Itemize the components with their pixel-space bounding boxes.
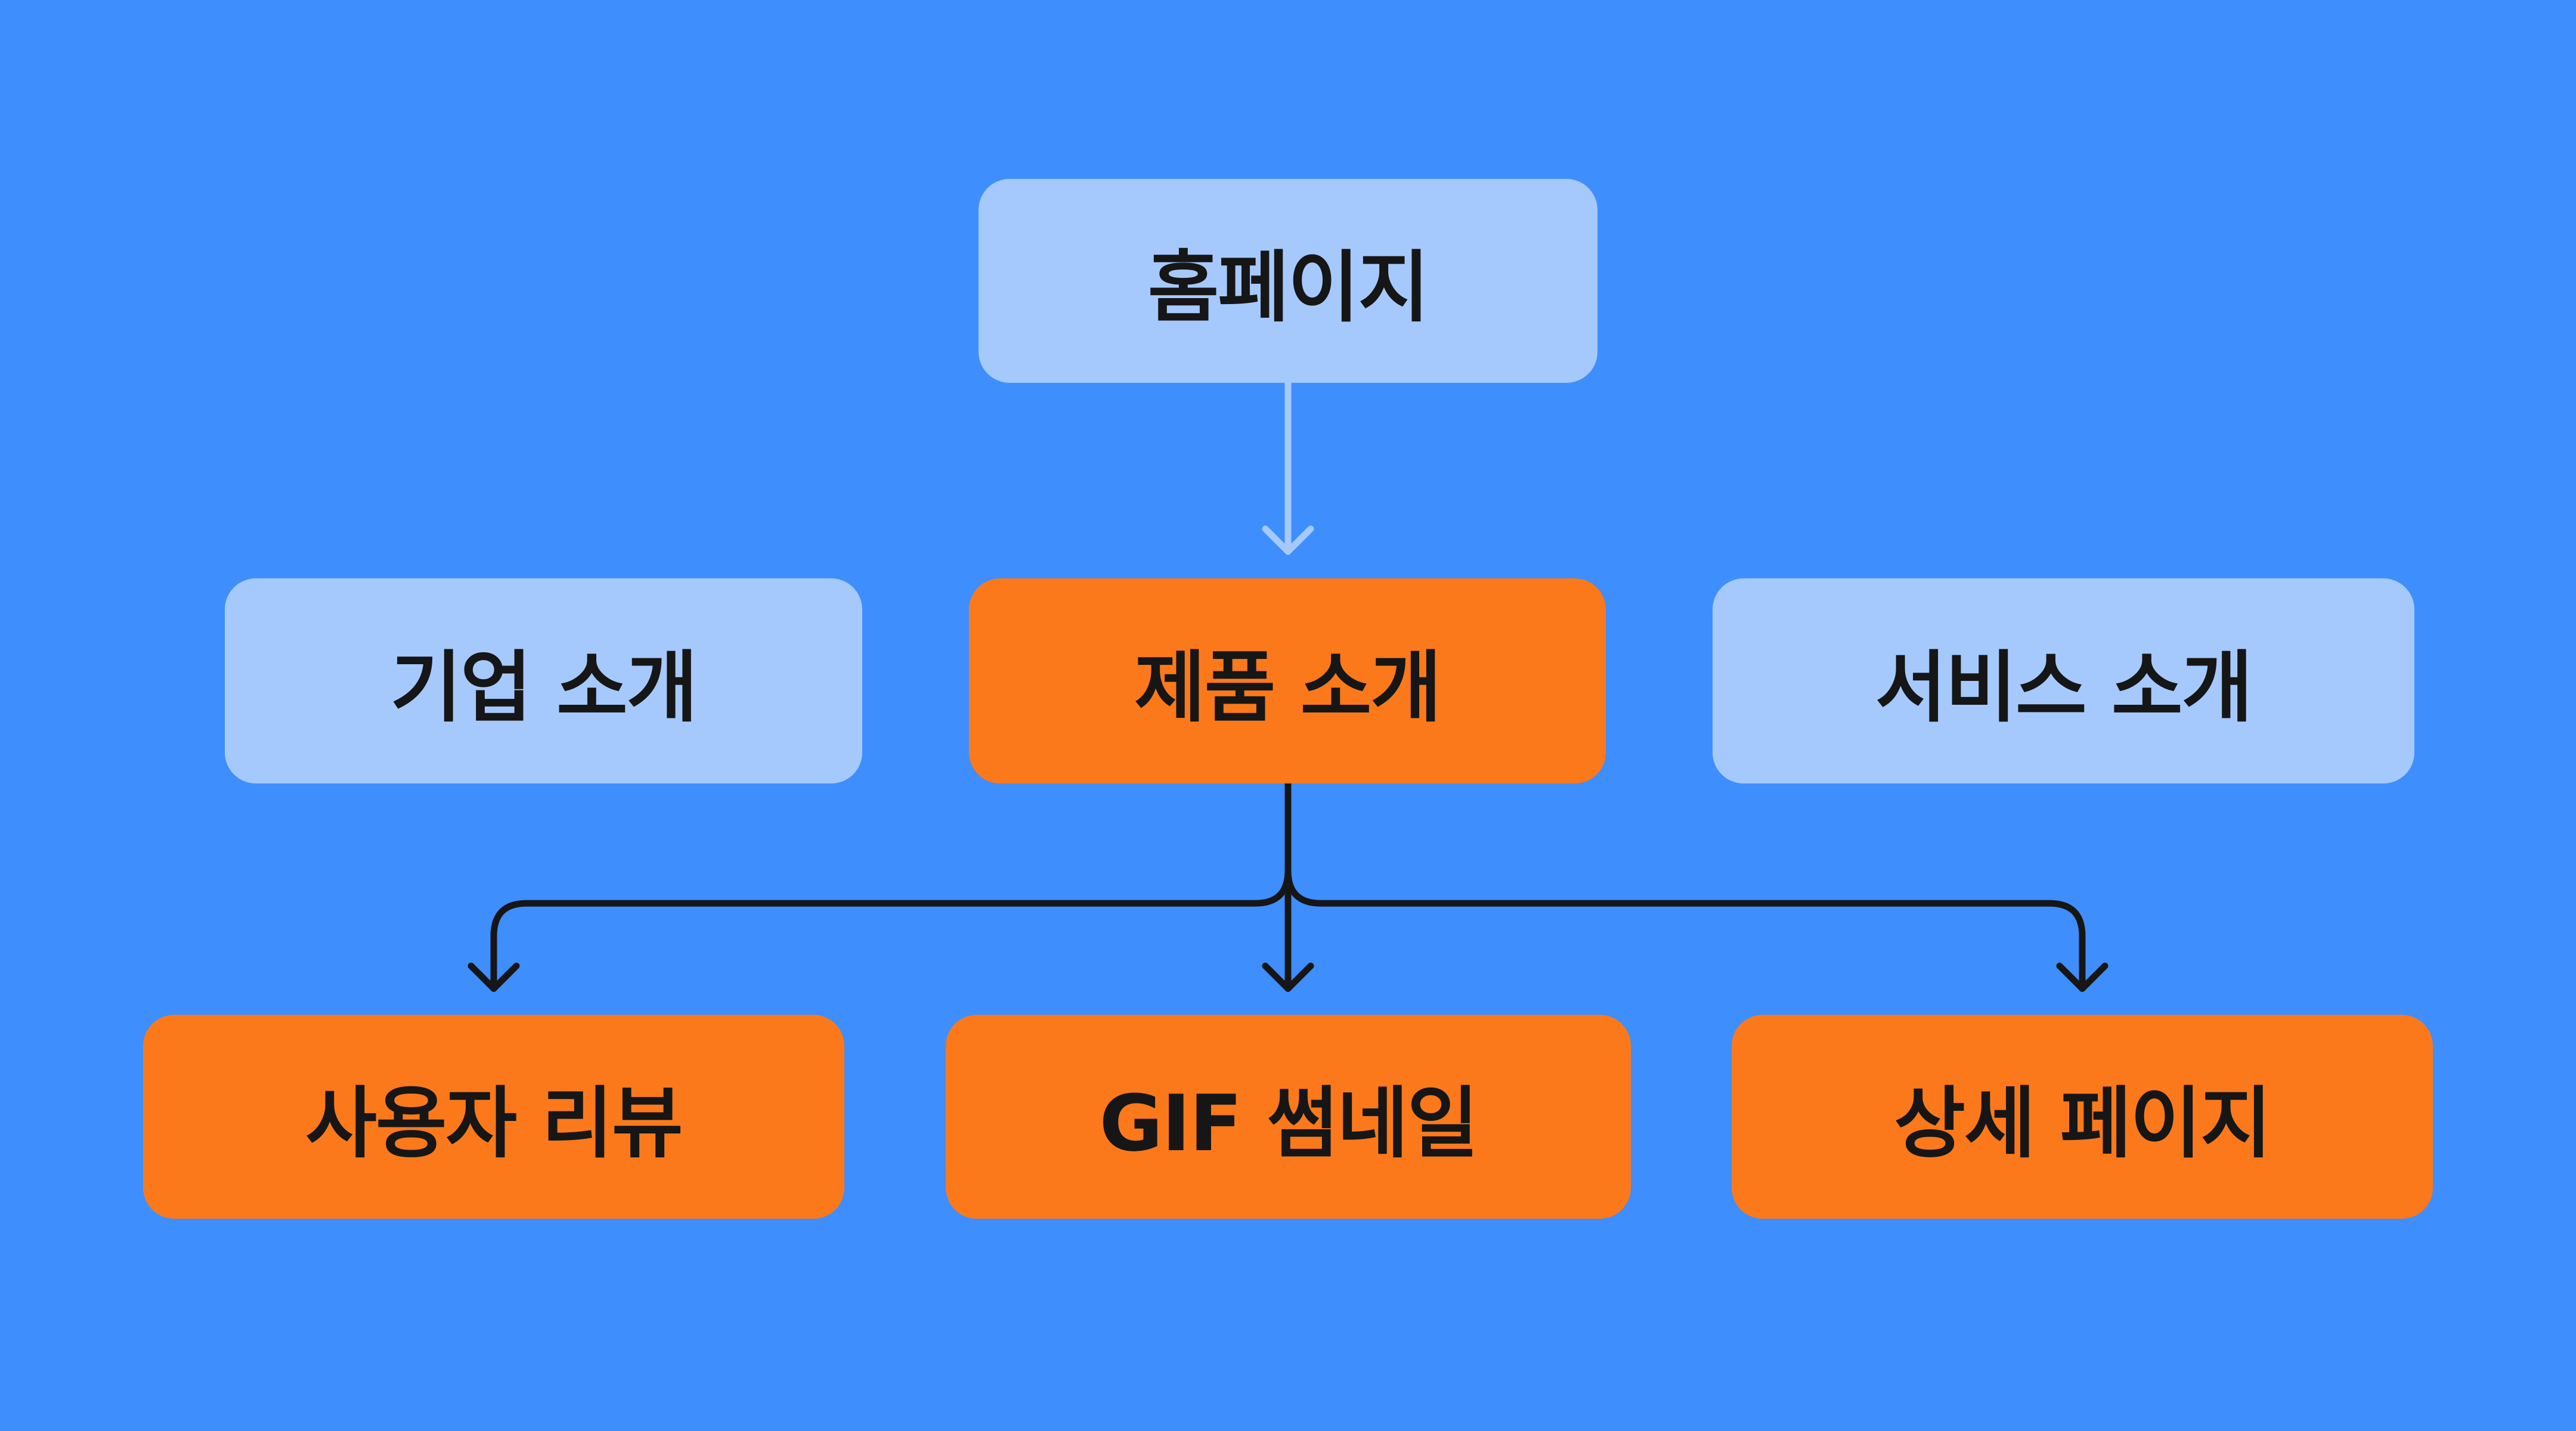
arrowhead-gif <box>1262 962 1314 992</box>
node-product-intro-label: 제품 소개 <box>1134 642 1442 733</box>
node-gif-thumbnail-label: GIF 썸네일 <box>1099 1078 1479 1169</box>
node-homepage-label: 홈페이지 <box>1147 242 1429 333</box>
arrowhead-reviews <box>467 962 520 992</box>
node-product-intro: 제품 소개 <box>969 578 1606 783</box>
branch-product-to-children <box>467 780 2109 992</box>
node-homepage: 홈페이지 <box>979 179 1597 383</box>
node-user-reviews: 사용자 리뷰 <box>143 1015 844 1219</box>
arrowhead-detail <box>2056 962 2109 992</box>
node-service-intro-label: 서비스 소개 <box>1875 642 2253 733</box>
node-detail-page: 상세 페이지 <box>1732 1015 2433 1219</box>
node-gif-thumbnail: GIF 썸네일 <box>946 1015 1631 1219</box>
node-company-intro-label: 기업 소개 <box>390 642 698 733</box>
node-user-reviews-label: 사용자 리뷰 <box>305 1078 683 1169</box>
node-service-intro: 서비스 소개 <box>1713 578 2414 783</box>
node-company-intro: 기업 소개 <box>225 578 862 783</box>
node-detail-page-label: 상세 페이지 <box>1894 1078 2271 1169</box>
arrow-home-to-product <box>1262 379 1314 555</box>
